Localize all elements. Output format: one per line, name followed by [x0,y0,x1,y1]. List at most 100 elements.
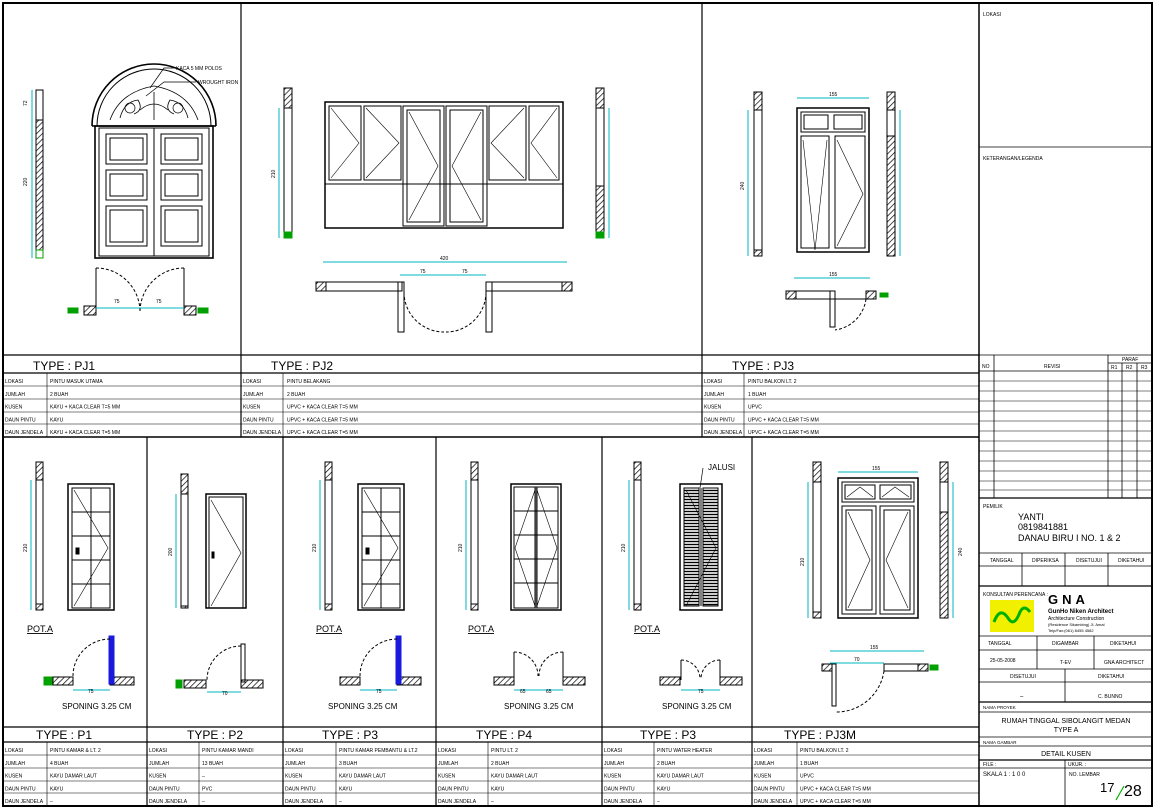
tb-sheet-total: 28 [1124,783,1142,800]
spec-value: PINTU KAMAR PEMBANTU & LT.2 [339,748,418,754]
tb-tanggal: TANGGAL [990,558,1014,564]
spec-value: KAYU + KACA CLEAR T=5 MM [50,430,120,436]
tb-c-diketahui: DIKETAHUI [1110,641,1136,647]
spec-value: PINTU WATER HEATER [657,748,713,754]
p4-plan-dim-2: 65 [546,689,552,695]
bottom-table-rows [3,742,979,806]
tb-logo-text: GNA [1048,592,1089,607]
spec-value: KAYU [339,786,353,792]
pj1-w1-dim: 75 [114,299,120,305]
spec-label: DAUN JENDELA [754,799,793,805]
spec-value: KAYU DAMAR LAUT [339,774,386,780]
pj1-kaca-label: KACA 5 MM POLOS [176,66,223,72]
spec-value: PINTU BELAKANG [287,379,330,385]
spec-value: 2 BUAH [50,392,68,398]
spec-label: KUSEN [5,774,23,780]
spec-label: JUMLAH [5,761,25,767]
spec-value: UPVC + KACA CLEAR T=5 MM [287,405,358,411]
p1-sponing-label: SPONING 3.25 CM [62,702,132,711]
tb-nama-gambar-label: NAMA GAMBAR [983,740,1017,745]
spec-value: PINTU MASUK UTAMA [50,379,103,385]
tb-c-name: C. BUNNO [1098,694,1123,700]
pj3m-plan-dim-1: 155 [870,645,879,651]
p3-pota-label: POT.A [316,624,342,634]
spec-label: JUMLAH [243,392,263,398]
tb-firm-line3: (Residence Sikambing) Jl. Amal [1048,622,1105,627]
tb-owner-phone: 0819841881 [1018,522,1068,532]
tb-r3-header: R3 [1141,365,1148,371]
spec-label: DAUN JENDELA [243,430,282,436]
pj1-top-dim: 72 [23,100,29,106]
spec-label: DAUN JENDELA [5,799,44,805]
spec-label: LOKASI [438,748,456,754]
tb-skala: SKALA 1 : 1 0 0 [983,772,1026,778]
spec-value: KAYU + KACA CLEAR T=5 MM [50,405,120,411]
spec-label: LOKASI [704,379,722,385]
spec-label: LOKASI [149,748,167,754]
pj2-drawing [278,87,610,333]
p3b-plan-dim: 75 [698,689,704,695]
spec-label: DAUN JENDELA [149,799,188,805]
spec-value: UPVC [748,405,762,411]
pj2-total-dim: 420 [440,256,449,262]
pj1-w2-dim: 75 [156,299,162,305]
tb-approver: GNA ARCHITECT [1104,660,1144,666]
spec-label: DAUN PINTU [438,786,469,792]
p1-plan-dim: 75 [88,689,94,695]
spec-label: JUMLAH [704,392,724,398]
tb-no-lembar-label: NO. LEMBAR [1069,772,1100,778]
pj2-height-dim: 210 [271,169,277,178]
top-table-rows [3,373,979,437]
panel-type-title: TYPE : PJ3M [784,728,856,742]
p3-height-dim: 210 [312,543,318,552]
tb-revisi-header: REVISI [1044,364,1060,370]
pj2-b-dim: 75 [462,269,468,275]
spec-value: KAYU DAMAR LAUT [491,774,538,780]
spec-label: KUSEN [438,774,456,780]
spec-label: KUSEN [285,774,303,780]
p3b-sponing-label: SPONING 3.25 CM [662,702,732,711]
p1-height-dim: 210 [23,543,29,552]
tb-diketahui: DIKETAHUI [1118,558,1144,564]
p4-pota-label: POT.A [468,624,494,634]
spec-label: DAUN JENDELA [285,799,324,805]
tb-firm-line4: Telp/Fax:(061) 8455 4582 [1048,628,1094,633]
spec-label: DAUN PINTU [5,786,36,792]
panel-type-title: TYPE : PJ2 [271,359,333,373]
tb-c-tanggal: TANGGAL [988,641,1012,647]
spec-label: JUMLAH [149,761,169,767]
spec-label: JUMLAH [5,392,25,398]
panel-type-title: TYPE : P3 [640,728,696,742]
p3b-pota-label: POT.A [634,624,660,634]
tb-c-digambar: DIGAMBAR [1052,641,1079,647]
spec-value: KAYU [50,417,64,423]
pj3-height-dim: 240 [740,181,746,190]
pj3m-height-dim-right: 240 [958,547,964,556]
spec-value: 13 BUAH [202,761,223,767]
pj3-drawing [747,91,901,331]
spec-value: KAYU [491,786,505,792]
tb-c-disetujui: DISETUJUI [1010,674,1036,680]
gna-logo [990,600,1034,632]
tb-sheet-slash [1115,785,1125,801]
spec-label: DAUN JENDELA [5,430,44,436]
p4-height-dim: 210 [458,543,464,552]
spec-value: – [339,799,342,805]
p4-plan-dim-1: 65 [520,689,526,695]
spec-label: LOKASI [754,748,772,754]
tb-konsultan-label: KONSULTAN PERENCANA : [983,592,1048,598]
pj1-drawing [31,63,217,316]
tb-nama-proyek-label: NAMA PROYEK [983,705,1016,710]
tb-ukuran-label: UKUR. : [1068,762,1086,768]
top-row-grid [3,3,979,438]
spec-label: DAUN PINTU [5,417,36,423]
spec-label: DAUN PINTU [285,786,316,792]
spec-label: KUSEN [754,774,772,780]
tb-paraf-header: PARAF [1122,357,1138,363]
spec-value: – [491,799,494,805]
spec-value: 2 BUAH [287,392,305,398]
spec-label: JUMLAH [604,761,624,767]
spec-label: KUSEN [149,774,167,780]
